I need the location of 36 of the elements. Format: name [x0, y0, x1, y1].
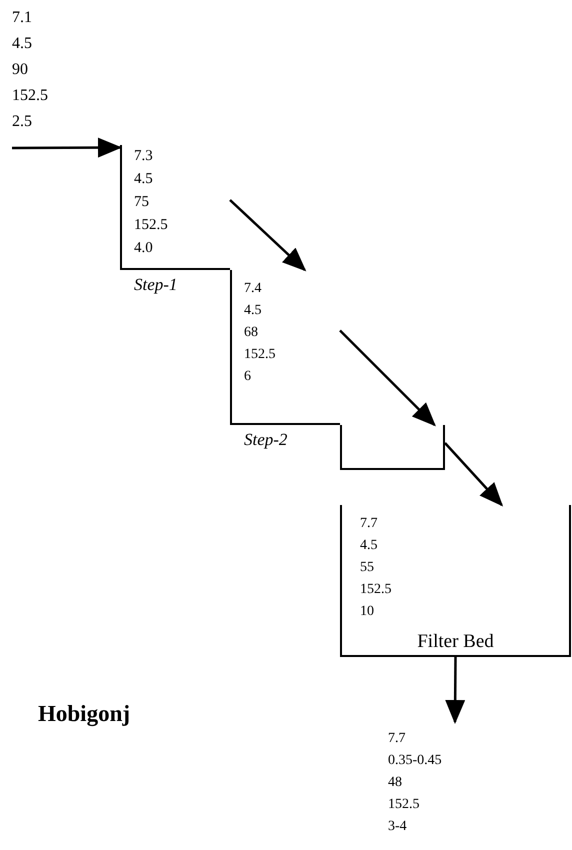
- flow-arrow: [12, 138, 122, 158]
- measured-value: 152.5: [12, 86, 48, 106]
- flow-arrow: [445, 657, 466, 724]
- measured-value: 55: [360, 559, 374, 577]
- measured-value: 6: [244, 368, 251, 386]
- measured-value: 7.4: [244, 280, 262, 298]
- measured-value: 4.5: [12, 34, 32, 54]
- measured-value: 152.5: [388, 796, 420, 814]
- measured-value: 152.5: [360, 581, 392, 599]
- measured-value: 10: [360, 603, 374, 621]
- measured-value: 3-4: [388, 818, 407, 836]
- measured-value: 7.7: [360, 515, 378, 533]
- measured-value: 152.5: [244, 346, 276, 364]
- measured-value: 4.5: [360, 537, 378, 555]
- measured-value: 0.35-0.45: [388, 752, 442, 770]
- measured-value: 2.5: [12, 112, 32, 132]
- measured-value: 48: [388, 774, 402, 792]
- filter-bed: [340, 505, 571, 657]
- measured-value: 7.7: [388, 730, 406, 748]
- measured-value: 152.5: [134, 216, 168, 235]
- measured-value: 7.3: [134, 147, 153, 166]
- measured-value: 4.0: [134, 239, 153, 258]
- flow-arrow: [339, 330, 436, 426]
- flow-arrow: [444, 442, 504, 506]
- flow-arrow: [229, 199, 306, 272]
- measured-value: 75: [134, 193, 149, 212]
- aeration-basin: [340, 425, 445, 470]
- step-label: Step-2: [244, 429, 288, 451]
- measured-value: 4.5: [134, 170, 153, 189]
- measured-value: 4.5: [244, 302, 262, 320]
- step-label: Step-1: [134, 274, 178, 296]
- site-title: Hobigonj: [38, 700, 130, 728]
- unit-label: Filter Bed: [417, 630, 494, 654]
- measured-value: 7.1: [12, 8, 32, 28]
- measured-value: 90: [12, 60, 28, 80]
- measured-value: 68: [244, 324, 258, 342]
